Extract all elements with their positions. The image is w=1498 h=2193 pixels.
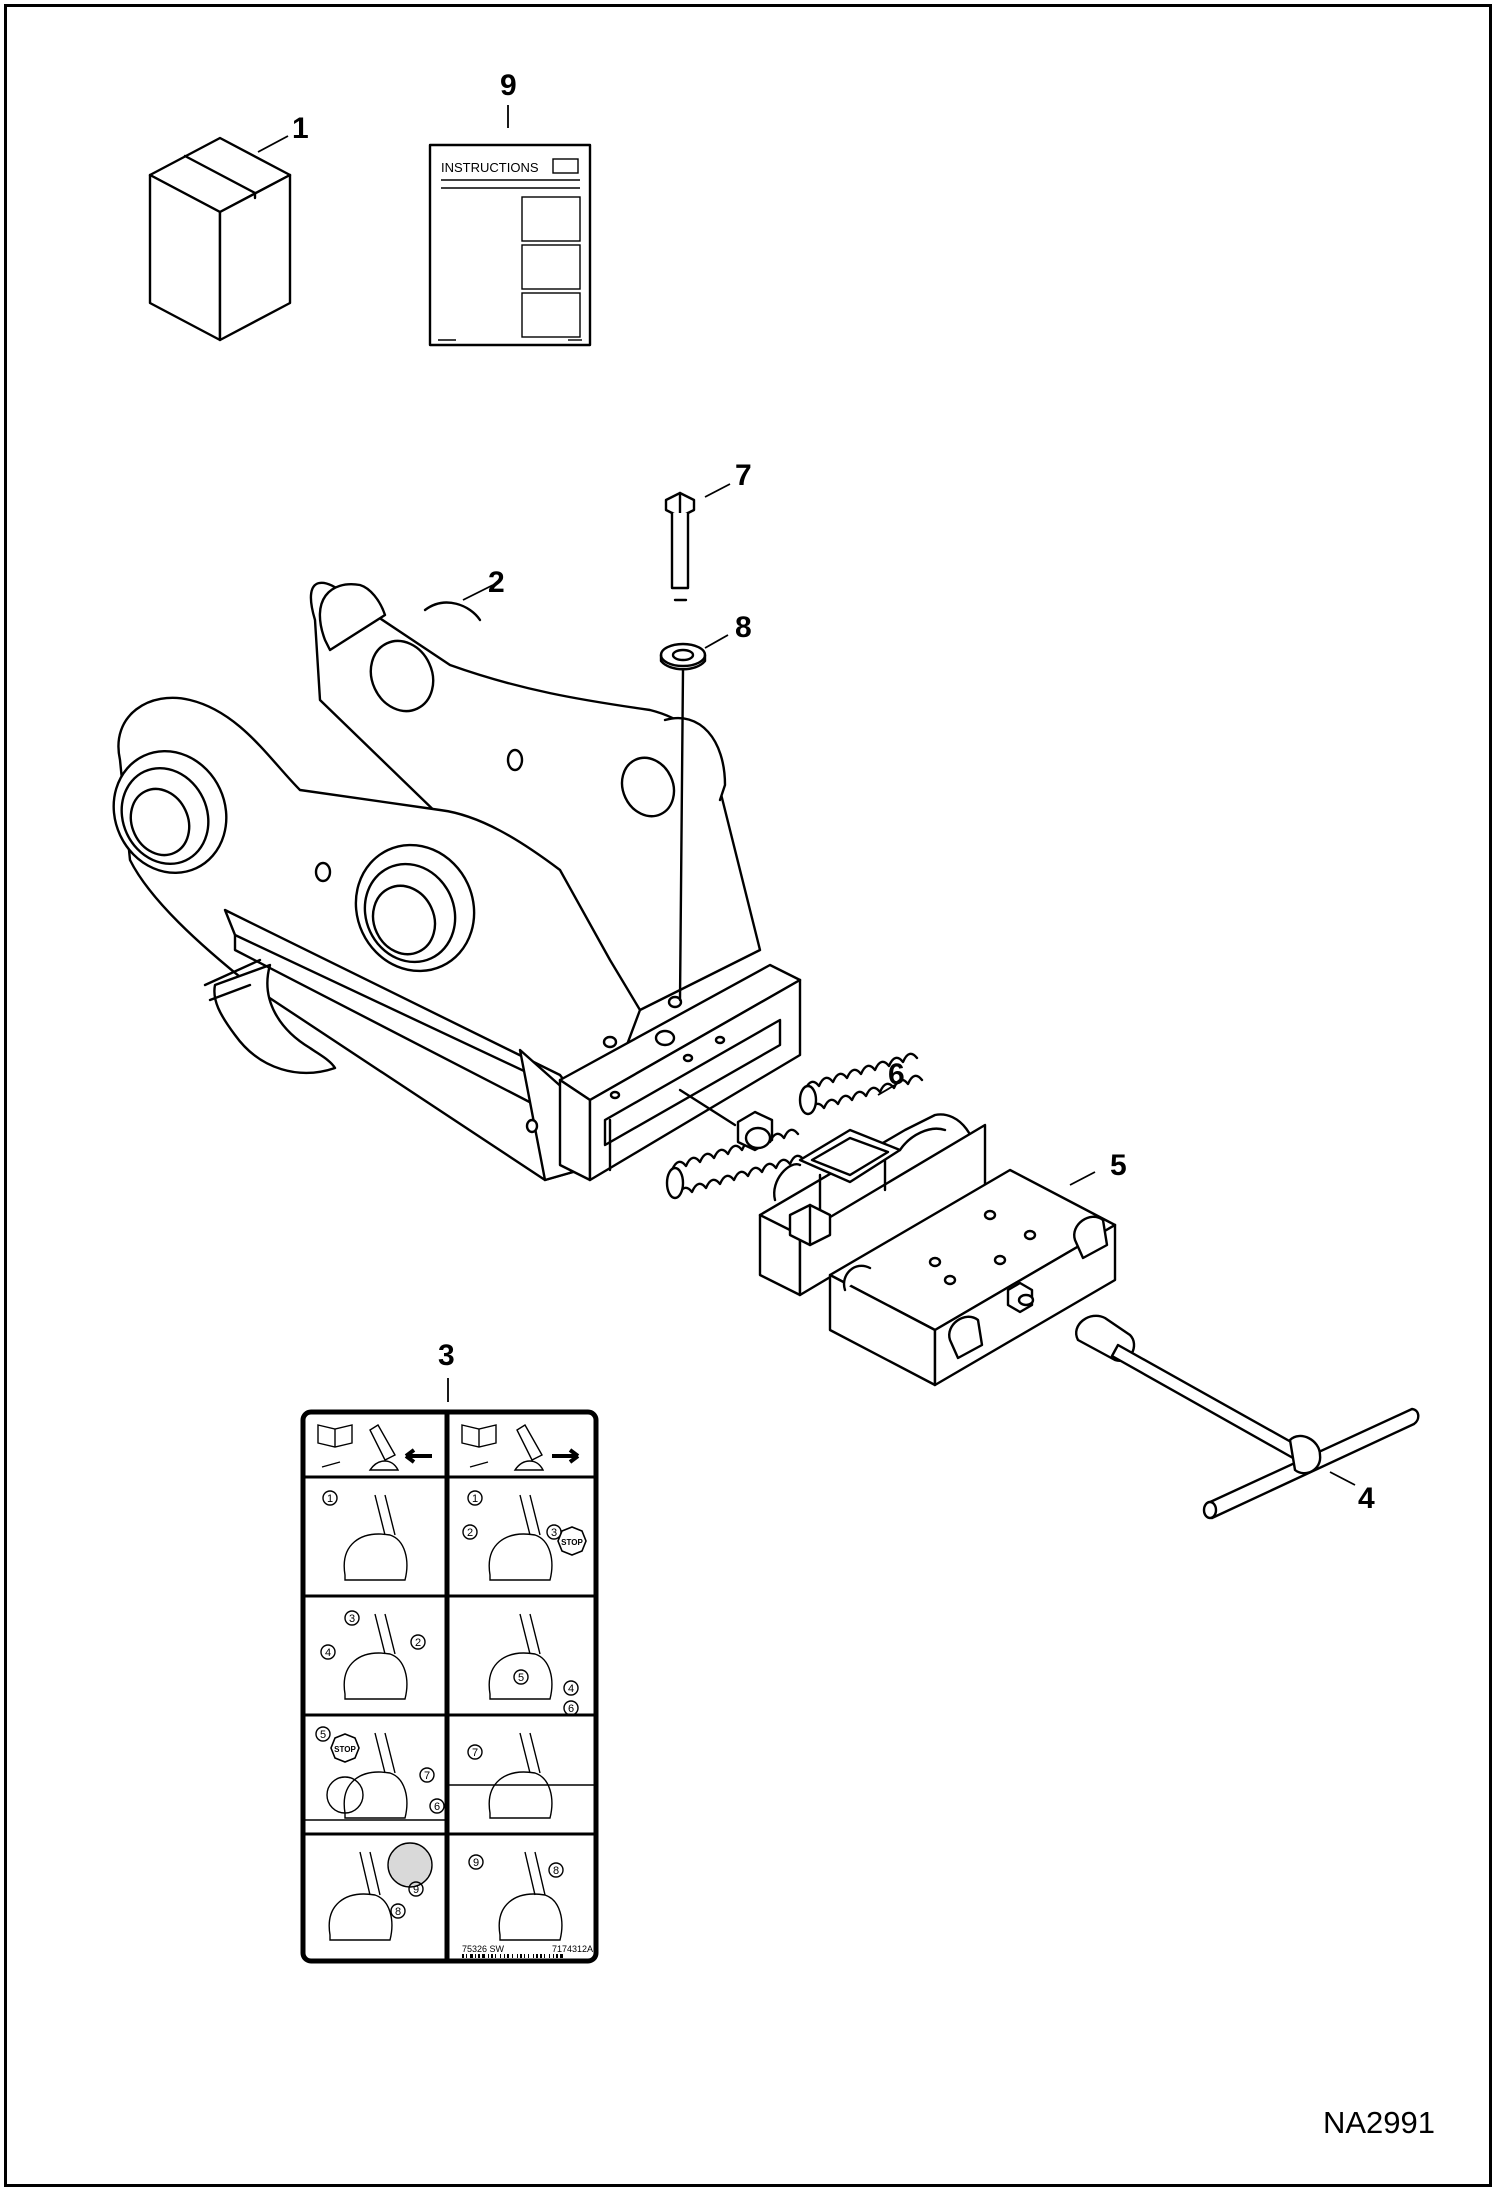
callout-1: 1: [292, 112, 309, 145]
decal-barcode: [462, 1954, 563, 1958]
barcode-bar: [495, 1954, 496, 1958]
decal-step-6a: 6: [568, 1703, 574, 1715]
decal-step-7a: 7: [424, 1770, 430, 1782]
barcode-bar: [491, 1954, 493, 1958]
barcode-bar: [528, 1954, 529, 1958]
barcode-bar: [500, 1954, 501, 1958]
barcode-bar: [512, 1954, 513, 1958]
instruction-heading: INSTRUCTIONS: [441, 160, 539, 175]
decal-step-4a: 4: [325, 1647, 331, 1659]
barcode-bar: [533, 1954, 534, 1958]
barcode-bar: [478, 1954, 480, 1958]
barcode-bar: [482, 1954, 485, 1958]
barcode-bar: [544, 1954, 545, 1958]
barcode-bar: [517, 1954, 518, 1958]
decal-step-8b: 8: [553, 1865, 559, 1877]
callout-5: 5: [1110, 1149, 1127, 1182]
callout-8: 8: [735, 611, 752, 644]
decal-step-1a: 1: [327, 1493, 333, 1505]
decal-step-6b: 6: [434, 1801, 440, 1813]
barcode-bar: [462, 1954, 464, 1958]
callout-4: 4: [1358, 1482, 1375, 1515]
callout-2: 2: [488, 566, 505, 599]
decal-left-code: 75326 SW: [462, 1944, 505, 1954]
instruction-sheet-part: INSTRUCTIONS: [428, 143, 592, 347]
barcode-bar: [556, 1954, 558, 1958]
barcode-bar: [504, 1954, 505, 1958]
barcode-bar: [507, 1954, 509, 1958]
barcode-bar: [549, 1954, 550, 1958]
drawing-frame: [4, 4, 1492, 2187]
stop-sign-icon: STOP: [557, 1526, 587, 1556]
decal-step-9b: 9: [473, 1857, 479, 1869]
decal-step-4b: 4: [568, 1683, 574, 1695]
barcode-bar: [470, 1954, 473, 1958]
t-handle-wrench-part: [1075, 1314, 1420, 1520]
box-part: [148, 136, 292, 342]
decal-stop-1: STOP: [561, 1538, 583, 1547]
decal-step-7b: 7: [472, 1747, 478, 1759]
callout-7: 7: [735, 459, 752, 492]
spring-wedge-part: [665, 1052, 987, 1297]
decal-step-2b: 2: [415, 1637, 421, 1649]
callout-9: 9: [500, 69, 517, 102]
barcode-bar: [520, 1954, 522, 1958]
decal-step-3a: 3: [551, 1527, 557, 1539]
barcode-bar: [553, 1954, 554, 1958]
decal-right-code: 7174312A: [552, 1944, 593, 1954]
drawing-number: NA2991: [1323, 2105, 1435, 2140]
barcode-bar: [540, 1954, 542, 1958]
decal-step-2a: 2: [467, 1527, 473, 1539]
decal-part: 3: [300, 1339, 599, 1964]
decal-step-1b: 1: [472, 1493, 478, 1505]
barcode-bar: [536, 1954, 538, 1958]
wedge-block-part: [828, 1168, 1117, 1387]
barcode-bar: [488, 1954, 489, 1958]
decal-step-8a: 8: [395, 1906, 401, 1918]
decal-stop-2: STOP: [334, 1745, 356, 1754]
bolt-part: [664, 491, 696, 602]
callout-6: 6: [888, 1058, 905, 1091]
washer-part: [659, 642, 707, 1002]
barcode-bar: [466, 1954, 467, 1958]
decal-step-9a: 9: [413, 1884, 419, 1896]
barcode-bar: [475, 1954, 476, 1958]
barcode-bar: [524, 1954, 525, 1958]
decal-step-5a: 5: [518, 1672, 524, 1684]
stop-sign-icon: STOP: [330, 1733, 360, 1763]
callout-3: 3: [438, 1339, 455, 1372]
decal-step-5b: 5: [320, 1729, 326, 1741]
decal-step-3b: 3: [349, 1613, 355, 1625]
coupler-frame-part: [112, 581, 802, 1182]
barcode-bar: [560, 1954, 563, 1958]
